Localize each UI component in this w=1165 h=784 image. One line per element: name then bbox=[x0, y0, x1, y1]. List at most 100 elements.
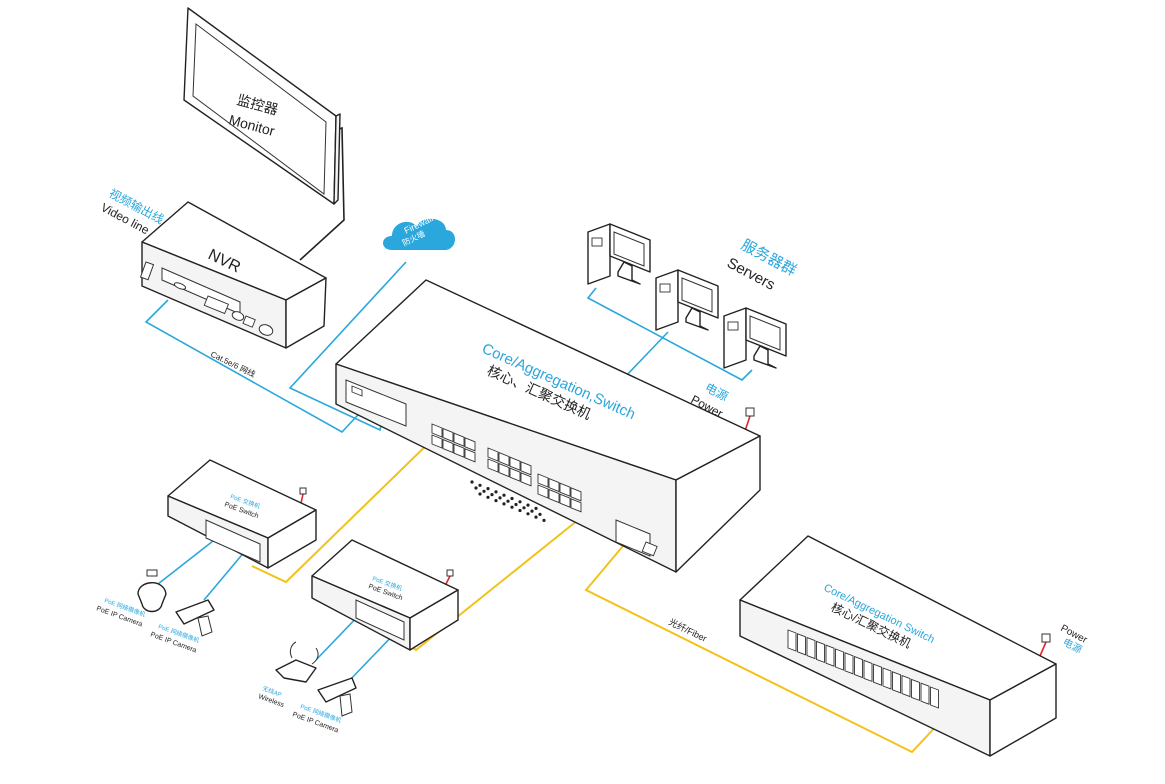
vent-hole bbox=[502, 493, 506, 497]
sfp-port bbox=[911, 678, 920, 702]
ethernet-port bbox=[548, 477, 560, 493]
wireless-ap: 无线AP Wireless bbox=[257, 641, 319, 709]
vent-hole bbox=[530, 509, 534, 513]
port-group bbox=[431, 423, 476, 463]
vent-hole bbox=[490, 493, 494, 497]
poe-switch-1: PoE 交换机 PoE Switch bbox=[167, 459, 317, 569]
sfp-port bbox=[920, 682, 930, 705]
sfp-port bbox=[797, 633, 806, 656]
ethernet-port bbox=[487, 447, 499, 462]
core2-power-cable bbox=[1039, 641, 1047, 657]
cat-cable-label: Cat.5e/6 网线 bbox=[209, 349, 257, 379]
vent-hole bbox=[542, 518, 546, 523]
poe1-to-dome-camera-cable bbox=[157, 533, 223, 585]
bullet-camera-icon bbox=[317, 677, 357, 703]
ethernet-port bbox=[548, 488, 560, 504]
sfp-port bbox=[892, 671, 901, 694]
port-group bbox=[487, 447, 532, 487]
sfp-port bbox=[825, 644, 835, 667]
nvr-to-switch-cable bbox=[144, 299, 371, 434]
sfp-port bbox=[806, 636, 816, 660]
ethernet-port bbox=[431, 423, 443, 438]
vent-hole bbox=[534, 506, 538, 510]
ethernet-port bbox=[509, 467, 521, 482]
ethernet-port bbox=[442, 438, 454, 454]
sfp-port bbox=[930, 686, 939, 709]
vent-hole bbox=[478, 492, 482, 496]
ethernet-port bbox=[498, 462, 510, 478]
bullet-camera-2: PoE 网络摄像机 PoE IP Camera bbox=[291, 677, 357, 735]
dome-camera-icon bbox=[137, 582, 167, 613]
sfp-port bbox=[882, 667, 892, 690]
sfp-port bbox=[901, 674, 911, 698]
poe-switch-2: PoE 交换机 PoE Switch bbox=[311, 539, 459, 651]
vent-hole bbox=[486, 495, 490, 499]
vent-hole bbox=[474, 486, 478, 490]
sfp-port bbox=[787, 629, 797, 652]
server-icon bbox=[655, 269, 719, 331]
server-icon bbox=[587, 223, 651, 285]
server-icon bbox=[723, 307, 787, 369]
core2-power-socket bbox=[1041, 633, 1051, 643]
vent-hole bbox=[518, 508, 522, 513]
vent-hole bbox=[534, 515, 538, 519]
ethernet-port bbox=[464, 437, 476, 452]
ethernet-port bbox=[464, 448, 476, 463]
ethernet-port bbox=[487, 458, 499, 473]
ethernet-port bbox=[509, 456, 521, 471]
nvr: NVR 视频输出线 Video line bbox=[99, 185, 327, 349]
poe1-uplink-cable bbox=[251, 435, 437, 584]
main-switch-left-ports bbox=[345, 379, 407, 427]
cloud-icon bbox=[383, 218, 455, 250]
vent-hole bbox=[522, 506, 526, 510]
vent-hole bbox=[502, 502, 506, 506]
core2-ports bbox=[787, 629, 939, 709]
main-switch-vent bbox=[470, 480, 546, 523]
nvr-buttons bbox=[203, 295, 274, 336]
ethernet-port bbox=[498, 451, 510, 467]
ethernet-port bbox=[442, 427, 454, 443]
vent-hole bbox=[518, 500, 522, 504]
sfp-port bbox=[816, 640, 825, 664]
poe1-to-bullet-camera-cable bbox=[203, 549, 247, 601]
ethernet-port bbox=[537, 484, 549, 499]
vent-hole bbox=[526, 512, 530, 516]
ethernet-port bbox=[431, 434, 443, 449]
server2-drop-cable bbox=[623, 331, 669, 379]
core-switch-2: Core/Aggregation Switch 核心/汇聚交换机 Power 电… bbox=[739, 535, 1089, 757]
sfp-port bbox=[844, 652, 854, 675]
vent-hole bbox=[526, 503, 530, 507]
bullet-camera-icon bbox=[175, 599, 215, 625]
servers bbox=[587, 223, 787, 369]
ethernet-port bbox=[520, 461, 532, 476]
ethernet-port bbox=[570, 487, 582, 502]
ethernet-port bbox=[520, 472, 532, 487]
main-switch-port-groups bbox=[431, 423, 582, 513]
poe2-power-socket bbox=[446, 569, 454, 577]
firewall: Firewall 防火墙 bbox=[383, 213, 455, 250]
vent-hole bbox=[470, 480, 474, 484]
poe1-power-socket bbox=[299, 487, 307, 495]
vent-hole bbox=[494, 490, 498, 494]
vent-hole bbox=[498, 496, 502, 500]
wireless-ap-icon bbox=[275, 659, 317, 683]
sfp-port bbox=[854, 655, 863, 679]
vent-hole bbox=[482, 489, 486, 493]
ethernet-port bbox=[453, 443, 465, 458]
main-power-socket bbox=[745, 407, 755, 417]
vent-hole bbox=[510, 505, 514, 509]
vent-hole bbox=[514, 502, 518, 507]
vent-hole bbox=[486, 487, 490, 491]
fiber-cable bbox=[584, 539, 941, 754]
sfp-port bbox=[863, 659, 873, 683]
sfp-port bbox=[835, 648, 844, 671]
dome-camera: PoE 网络摄像机 PoE IP Camera bbox=[95, 569, 167, 629]
ethernet-port bbox=[559, 493, 571, 508]
vent-hole bbox=[510, 496, 514, 501]
ethernet-port bbox=[559, 482, 571, 497]
sfp-port bbox=[873, 663, 882, 686]
port-group bbox=[537, 473, 582, 513]
ethernet-port bbox=[453, 432, 465, 447]
vent-hole bbox=[506, 499, 510, 503]
